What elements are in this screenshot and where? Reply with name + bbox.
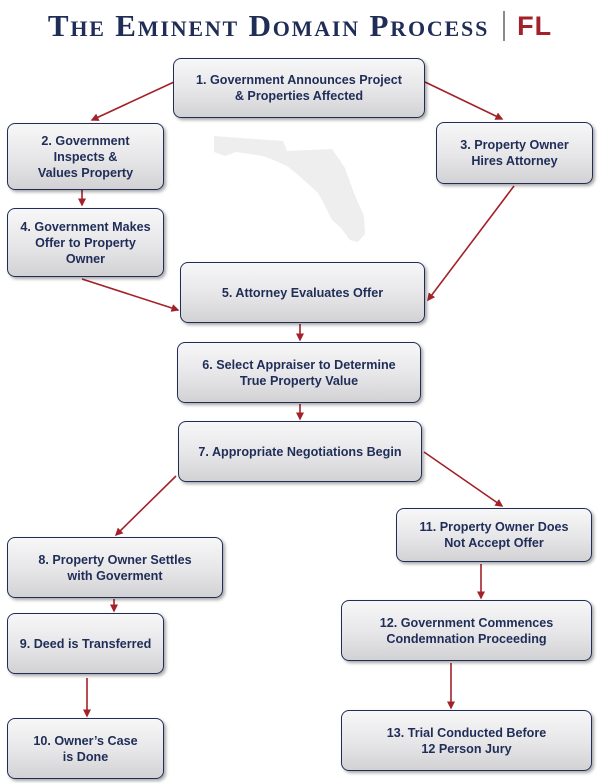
arrow-3-to-5 (427, 185, 515, 302)
step-10-box: 10. Owner’s Case is Done (7, 718, 164, 779)
step-12-text: 12. Government Commences Condemnation Pr… (379, 615, 554, 646)
arrow-1-to-2 (90, 81, 175, 121)
step-2-text: 2. Government Inspects & Values Property (37, 133, 134, 180)
state-abbreviation: FL (517, 10, 553, 41)
step-10-text: 10. Owner’s Case is Done (33, 733, 138, 764)
step-6-text: 6. Select Appraiser to Determine True Pr… (202, 357, 396, 388)
step-13-box: 13. Trial Conducted Before 12 Person Jur… (341, 710, 592, 771)
step-2-box: 2. Government Inspects & Values Property (7, 123, 164, 190)
page-title: The Eminent Domain Process FL (0, 8, 600, 44)
step-7-box: 7. Appropriate Negotiations Begin (178, 421, 422, 482)
step-7-text: 7. Appropriate Negotiations Begin (198, 444, 402, 459)
step-5-box: 5. Attorney Evaluates Offer (180, 262, 425, 323)
step-8-text: 8. Property Owner Settles with Goverment (38, 552, 192, 583)
step-9-text: 9. Deed is Transferred (19, 636, 152, 651)
step-4-text: 4. Government Makes Offer to Property Ow… (20, 219, 151, 266)
title-divider (503, 11, 506, 41)
step-11-text: 11. Property Owner Does Not Accept Offer (419, 520, 569, 550)
step-13-text: 13. Trial Conducted Before 12 Person Jur… (386, 725, 547, 756)
step-8-box: 8. Property Owner Settles with Goverment (7, 537, 223, 598)
step-9-box: 9. Deed is Transferred (7, 613, 164, 674)
arrow-1-to-3 (424, 81, 504, 120)
step-5-text: 5. Attorney Evaluates Offer (221, 285, 384, 300)
step-3-box: 3. Property Owner Hires Attorney (436, 122, 593, 184)
arrow-7-to-11 (423, 451, 504, 507)
arrow-4-to-5 (81, 278, 180, 312)
title-text: The Eminent Domain Process (47, 8, 490, 43)
step-12-box: 12. Government Commences Condemnation Pr… (341, 600, 592, 661)
step-11-box: 11. Property Owner Does Not Accept Offer (396, 508, 592, 562)
step-1-box: 1. Government Announces Project & Proper… (173, 58, 425, 118)
step-3-text: 3. Property Owner Hires Attorney (460, 138, 569, 168)
step-1-text: 1. Government Announces Project & Proper… (196, 73, 402, 103)
step-6-box: 6. Select Appraiser to Determine True Pr… (177, 342, 421, 403)
step-4-box: 4. Government Makes Offer to Property Ow… (7, 208, 164, 277)
arrow-7-to-8 (114, 475, 177, 537)
